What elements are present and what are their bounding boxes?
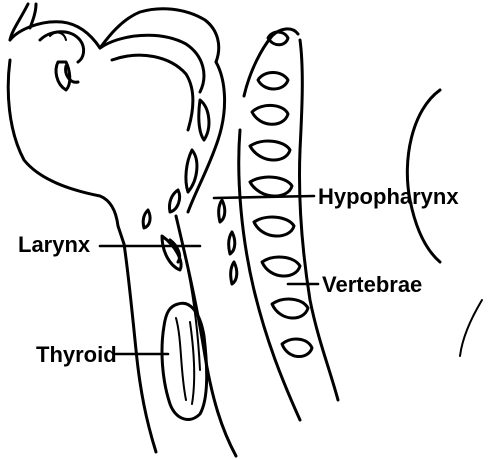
labels: Hypopharynx Larynx Vertebrae Thyroid	[18, 184, 459, 367]
label-vertebrae: Vertebrae	[322, 272, 422, 297]
label-larynx: Larynx	[18, 232, 91, 257]
vertebral-column	[239, 29, 338, 420]
label-hypopharynx: Hypopharynx	[318, 184, 459, 209]
back-of-neck-arcs	[407, 90, 482, 356]
head-outline	[8, 4, 236, 456]
label-thyroid: Thyroid	[36, 342, 117, 367]
